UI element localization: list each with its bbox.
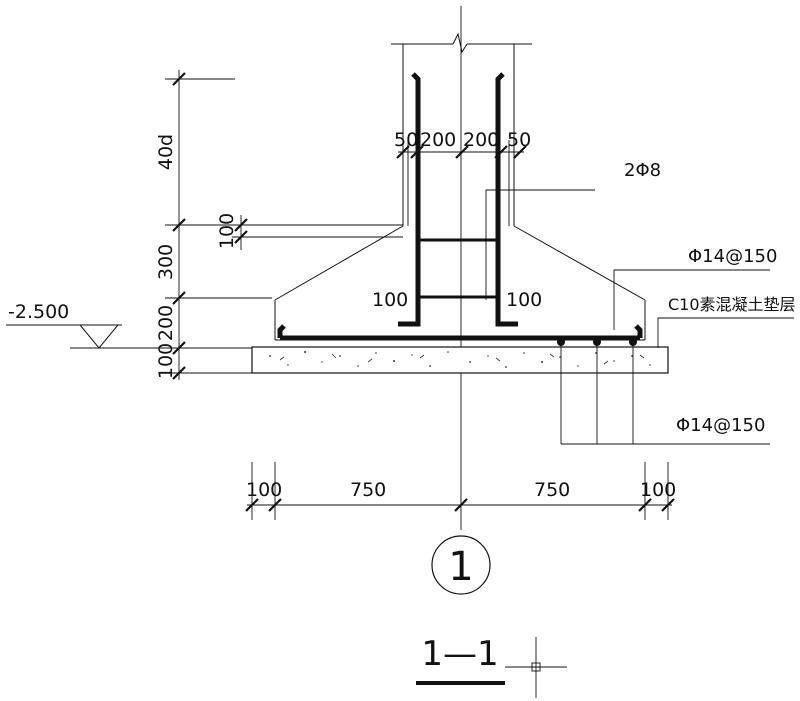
column-width-dimension bbox=[396, 140, 527, 226]
dim-100-lower: 100 bbox=[155, 343, 177, 379]
label-bottom-mesh: Φ14@150 bbox=[676, 415, 765, 436]
label-cushion: C10素混凝土垫层 bbox=[668, 295, 796, 314]
elevation-mark bbox=[6, 324, 252, 349]
stirrup-offset-left: 100 bbox=[372, 289, 408, 311]
col-dim-200-right: 200 bbox=[463, 129, 499, 151]
axis-bubble bbox=[431, 535, 491, 595]
label-top-mesh: Φ14@150 bbox=[688, 246, 777, 267]
stirrups bbox=[418, 238, 498, 299]
cushion-layer bbox=[251, 346, 669, 374]
dim-100-upper: 100 bbox=[216, 213, 238, 249]
crosshair-cursor-icon bbox=[505, 637, 567, 698]
bottom-dim-100-right: 100 bbox=[640, 479, 676, 501]
axis-number: 1 bbox=[448, 544, 473, 590]
elevation-text: -2.500 bbox=[8, 301, 69, 323]
bottom-mesh bbox=[277, 324, 643, 346]
vertical-dimension-chain bbox=[165, 70, 403, 380]
horizontal-dimension-chain bbox=[245, 462, 675, 520]
leaders bbox=[485, 189, 794, 445]
section-title: 1—1 bbox=[421, 634, 498, 674]
dim-200: 200 bbox=[155, 305, 177, 341]
stirrup-offset-right: 100 bbox=[506, 289, 542, 311]
col-dim-50-left: 50 bbox=[394, 129, 418, 151]
footing-outline bbox=[274, 225, 646, 341]
bottom-dim-750-right: 750 bbox=[534, 479, 570, 501]
bottom-dim-100-left: 100 bbox=[246, 479, 282, 501]
column-rebar bbox=[398, 72, 518, 327]
label-column-bars: 2Φ8 bbox=[624, 160, 661, 181]
col-dim-200-left: 200 bbox=[420, 129, 456, 151]
dim-40d: 40d bbox=[155, 134, 177, 170]
column-outline bbox=[391, 32, 532, 226]
dim-300: 300 bbox=[155, 244, 177, 280]
col-dim-50-right: 50 bbox=[507, 129, 531, 151]
bottom-dim-750-left: 750 bbox=[350, 479, 386, 501]
